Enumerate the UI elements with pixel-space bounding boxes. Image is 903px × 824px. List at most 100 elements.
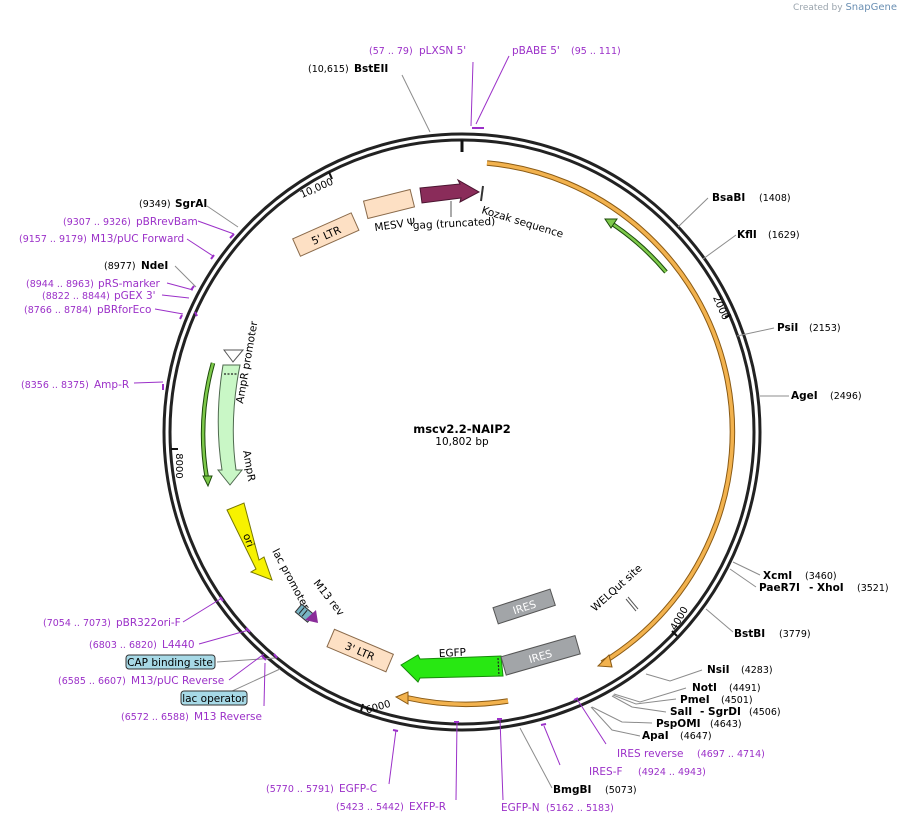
mesv-psi-label: MESV Ψ [374, 216, 416, 234]
primer-name-l4440: L4440 [162, 639, 195, 651]
primer-pos-pbr322ori-f: (7054 .. 7073) [43, 618, 111, 629]
enzyme-pos-psii: (2153) [809, 323, 841, 334]
enzyme-pos-paer7i-xhoi: (3521) [857, 583, 889, 594]
backbone-outer-strand [162, 132, 762, 732]
primer-name-exfp-r: EXFP-R [409, 801, 446, 813]
enzyme-pos-kfli: (1629) [768, 230, 800, 241]
primer-name-m13-puc-reverse: M13/pUC Reverse [131, 675, 224, 687]
welqut-marker [627, 596, 639, 610]
enzyme-name-sgrdi: - SgrDI [700, 706, 741, 718]
egfp-dotted-mark [497, 657, 500, 677]
primer-name-pbr322ori-f: pBR322ori-F [116, 617, 181, 629]
enzyme-pos-pmei: (4501) [721, 695, 753, 706]
feature-arrowhead [202, 475, 213, 488]
enzyme-name-kfli: KflI [737, 229, 757, 241]
plasmid-backbone [162, 132, 762, 732]
primer-pos-m13-puc-reverse: (6585 .. 6607) [58, 676, 126, 687]
boxed-feature-labels: CAP binding site lac operator [125, 654, 248, 706]
primer-markers [162, 127, 579, 732]
m13-rev-arrow [305, 610, 318, 623]
enzyme-name-xcmi: XcmI [763, 570, 792, 582]
primer-pos-ires-f: (4924 .. 4943) [638, 767, 706, 778]
primer-pos-m13-reverse: (6572 .. 6588) [121, 712, 189, 723]
ires-upper-feature: IRES [492, 588, 556, 625]
plasmid-name: mscv2.2-NAIP2 [413, 422, 511, 436]
primer-pos-l4440: (6803 .. 6820) [89, 640, 157, 651]
primer-pos-pgex3: (8822 .. 8844) [42, 291, 110, 302]
primer-name-pbrrevbam: pBRrevBam [136, 216, 198, 228]
primer-name-prs-marker: pRS-marker [98, 278, 161, 290]
egfp-cds-arc [407, 696, 509, 707]
enzyme-name-psii: PsiI [777, 322, 798, 334]
primer-pos-amp-r: (8356 .. 8375) [21, 380, 89, 391]
gag-truncated-label: gag (truncated) [413, 216, 496, 232]
enzyme-name-paer7i: PaeR7I [759, 582, 800, 594]
primer-pos-ires-reverse: (4697 .. 4714) [697, 749, 765, 760]
enzyme-pos-apai: (4647) [680, 731, 712, 742]
plasmid-size: 10,802 bp [435, 436, 489, 448]
egfp-arrow [400, 654, 504, 683]
enzyme-pos-agei: (2496) [830, 391, 862, 402]
feature-arrowhead [604, 218, 618, 229]
primer-pos-egfp-c: (5770 .. 5791) [266, 784, 334, 795]
enzyme-pos-noti: (4491) [729, 683, 761, 694]
cds-arcs [394, 160, 736, 708]
tick-mark [328, 171, 333, 180]
enzyme-pos-bsabi: (1408) [759, 193, 791, 204]
primer-name-amp-r: Amp-R [94, 379, 129, 391]
gag-truncated-arrow [419, 178, 481, 204]
lac-operator-label: lac operator [182, 693, 246, 705]
enzyme-labels: (10,615) BstEII (9349) SgrAI (8977) NdeI… [104, 63, 889, 796]
primer-leader-lines [133, 55, 607, 801]
enzyme-pos-ndei: (8977) [104, 261, 136, 272]
enzyme-name-bsabi: BsaBI [712, 192, 745, 204]
tick-mark [360, 703, 364, 712]
enzyme-name-noti: NotI [692, 682, 717, 694]
naip2-cds-arc [486, 161, 735, 665]
primer-name-pbrforeco: pBRforEco [97, 304, 151, 316]
enzyme-pos-psp-omi: (4643) [710, 719, 742, 730]
primer-name-m13-reverse: M13 Reverse [194, 711, 262, 723]
lac-operator-box [180, 690, 248, 706]
primer-pos-egfp-n: (5162 .. 5183) [546, 803, 614, 814]
ampr-arrow [216, 364, 244, 486]
enzyme-name-sali: SalI [670, 706, 692, 718]
tick-label: 8000 [173, 453, 184, 478]
watermark-prefix: Created by [793, 3, 843, 13]
lac-promoter-label: lac promoter [269, 547, 311, 613]
naip2-cds-arrowhead [596, 654, 613, 668]
green-feature-arcs [200, 218, 668, 488]
ltr-5-feature: 5' LTR [292, 212, 360, 257]
enzyme-name-psp-omi: PspOMI [656, 718, 701, 730]
egfp-cds-arrowhead [394, 691, 409, 705]
primer-pos-m13-puc-forward: (9157 .. 9179) [19, 234, 87, 245]
tick-mark [724, 314, 732, 318]
feature-arc-green [201, 362, 215, 480]
enzyme-name-sgrai: SgrAI [175, 198, 207, 210]
primer-name-ires-f: IRES-F [589, 766, 623, 778]
enzyme-name-apai: ApaI [642, 730, 669, 742]
ltr-3-feature: 3' LTR [326, 628, 395, 673]
cap-binding-site-box [125, 654, 216, 670]
kozak-marker [480, 185, 484, 202]
enzyme-name-nsii: NsiI [707, 664, 730, 676]
primer-pos-pbrrevbam: (9307 .. 9326) [63, 217, 131, 228]
primer-name-plxsn: pLXSN 5' [419, 45, 466, 57]
enzyme-name-ndei: NdeI [141, 260, 168, 272]
ires-lower-feature: IRES [500, 634, 581, 676]
primer-pos-prs-marker: (8944 .. 8963) [26, 279, 94, 290]
ori-arrow [226, 502, 273, 581]
ampr-promoter-arrow [223, 349, 245, 363]
primer-labels: (57 .. 79) pLXSN 5' pBABE 5' (95 .. 111)… [19, 45, 765, 814]
enzyme-name-pmei: PmeI [680, 694, 710, 706]
snapgene-logo-text: SnapGene [845, 2, 897, 13]
egfp-label: EGFP [439, 647, 467, 660]
primer-name-pgex3: pGEX 3' [114, 290, 156, 302]
enzyme-pos-bstbi: (3779) [779, 629, 811, 640]
snapgene-watermark: Created by SnapGene [793, 2, 897, 13]
enzyme-leader-lines [174, 74, 789, 789]
primer-name-pbabe: pBABE 5' [512, 45, 560, 57]
enzyme-pos-xcmi: (3460) [805, 571, 837, 582]
primer-pos-pbabe: (95 .. 111) [571, 46, 621, 57]
